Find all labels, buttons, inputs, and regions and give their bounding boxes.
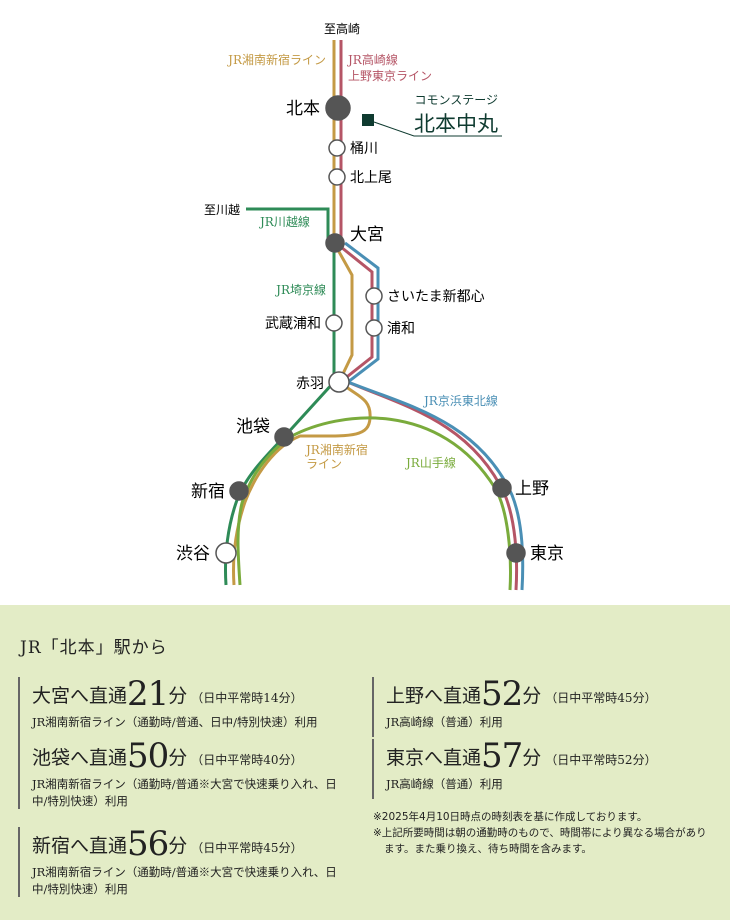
kawagoe-line [246, 207, 330, 243]
route-note: JR高崎線（普通）利用 [386, 777, 503, 791]
route-map: 至高崎 JR湘南新宿ライン JR高崎線 上野東京ライン 至川越 JR川越線 JR… [176, 21, 564, 591]
daytime-note: （日中平常時52分） [545, 753, 657, 767]
property-name: 北本中丸 [414, 112, 498, 136]
label-ueno-tokyo: 上野東京ライン [348, 69, 432, 83]
station-kitamoto [325, 95, 351, 121]
access-item-tokyo: 東京へ直通57分（日中平常時52分） JR高崎線（普通）利用 [372, 739, 696, 799]
station-ikebukuro [274, 427, 294, 447]
station-kitaageo [328, 168, 346, 186]
label-urawa: 浦和 [387, 321, 415, 337]
label-ueno: 上野 [515, 479, 549, 499]
access-item-ikebukuro: 池袋へ直通50分（日中平常時40分） JR湘南新宿ライン（通勤時/普通※大宮で快… [18, 739, 342, 809]
station-ueno [492, 478, 512, 498]
route-note: JR湘南新宿ライン（通勤時/普通※大宮で快速乗り入れ、日中/特別快速）利用 [32, 777, 337, 808]
label-ikebukuro: 池袋 [236, 417, 270, 437]
dest: 池袋へ直通 [32, 747, 128, 769]
daytime-note: （日中平常時45分） [545, 691, 657, 705]
footnote: ※上記所要時間は朝の通勤時のもので、時間帯により異なる場合があります。また乗り換… [373, 827, 707, 855]
access-item-omiya: 大宮へ直通21分（日中平常時14分） JR湘南新宿ライン（通勤時/普通、日中/特… [18, 677, 342, 747]
station-akabane [328, 371, 350, 393]
label-saitama-shintoshin: さいたま新都心 [387, 289, 485, 305]
station-saitama-shintoshin [365, 287, 383, 305]
minutes: 56 [127, 824, 169, 864]
daytime-note: （日中平常時45分） [191, 841, 303, 855]
route-note: JR高崎線（普通）利用 [386, 715, 503, 729]
dest: 上野へ直通 [386, 685, 482, 707]
label-to-takasaki: 至高崎 [324, 21, 360, 36]
unit: 分 [522, 685, 542, 707]
label-kawagoe: JR川越線 [258, 214, 310, 229]
station-okegawa [328, 139, 346, 157]
access-item-shinjuku: 新宿へ直通56分（日中平常時45分） JR湘南新宿ライン（通勤時/普通※大宮で快… [18, 827, 342, 897]
minutes: 50 [127, 736, 169, 776]
panel-title: JR「北本」駅から [20, 638, 168, 658]
minutes: 52 [481, 674, 523, 714]
station-omiya [325, 233, 345, 253]
station-shinjuku [229, 481, 249, 501]
minutes: 21 [127, 674, 169, 714]
dest: 東京へ直通 [386, 747, 482, 769]
property-marker [362, 114, 374, 126]
footnotes: ※2025年4月10日時点の時刻表を基に作成しております。 ※上記所要時間は朝の… [373, 809, 713, 857]
dest: 大宮へ直通 [32, 685, 128, 707]
label-okegawa: 桶川 [350, 141, 378, 157]
property-subtitle: コモンステージ [414, 93, 498, 107]
route-note: JR湘南新宿ライン（通勤時/普通、日中/特別快速）利用 [32, 715, 318, 729]
label-shibuya: 渋谷 [176, 544, 210, 564]
label-shonan-lower-2: ライン [306, 457, 342, 471]
label-to-kawagoe: 至川越 [204, 203, 240, 217]
label-shinjuku: 新宿 [191, 482, 225, 502]
unit: 分 [168, 747, 188, 769]
station-musashi-urawa [325, 314, 343, 332]
label-yamanote: JR山手線 [404, 455, 456, 470]
daytime-note: （日中平常時14分） [191, 691, 303, 705]
station-tokyo [506, 543, 526, 563]
label-takasaki: JR高崎線 [346, 52, 398, 67]
property-leader-line [373, 121, 502, 137]
label-keihin: JR京浜東北線 [422, 393, 498, 408]
access-item-ueno: 上野へ直通52分（日中平常時45分） JR高崎線（普通）利用 [372, 677, 696, 737]
label-musashi-urawa: 武蔵浦和 [265, 316, 321, 332]
minutes: 57 [481, 736, 523, 776]
unit: 分 [168, 685, 188, 707]
route-note: JR湘南新宿ライン（通勤時/普通※大宮で快速乗り入れ、日中/特別快速）利用 [32, 865, 337, 896]
dest: 新宿へ直通 [32, 835, 128, 857]
daytime-note: （日中平常時40分） [191, 753, 303, 767]
unit: 分 [168, 835, 188, 857]
label-shonan-lower: JR湘南新宿 [304, 442, 368, 457]
label-shonan: JR湘南新宿ライン [226, 52, 326, 67]
label-tokyo: 東京 [530, 544, 564, 564]
label-saikyo: JR埼京線 [274, 282, 326, 297]
label-kitaageo: 北上尾 [350, 170, 392, 186]
station-urawa [365, 319, 383, 337]
label-omiya: 大宮 [350, 225, 384, 245]
access-panel: JR「北本」駅から 大宮へ直通21分（日中平常時14分） JR湘南新宿ライン（通… [0, 605, 730, 920]
label-kitamoto: 北本 [286, 99, 320, 119]
footnote: ※2025年4月10日時点の時刻表を基に作成しております。 [373, 811, 648, 823]
station-shibuya [215, 542, 237, 564]
unit: 分 [522, 747, 542, 769]
label-akabane: 赤羽 [296, 376, 324, 392]
yamanote-line-west [236, 435, 291, 586]
